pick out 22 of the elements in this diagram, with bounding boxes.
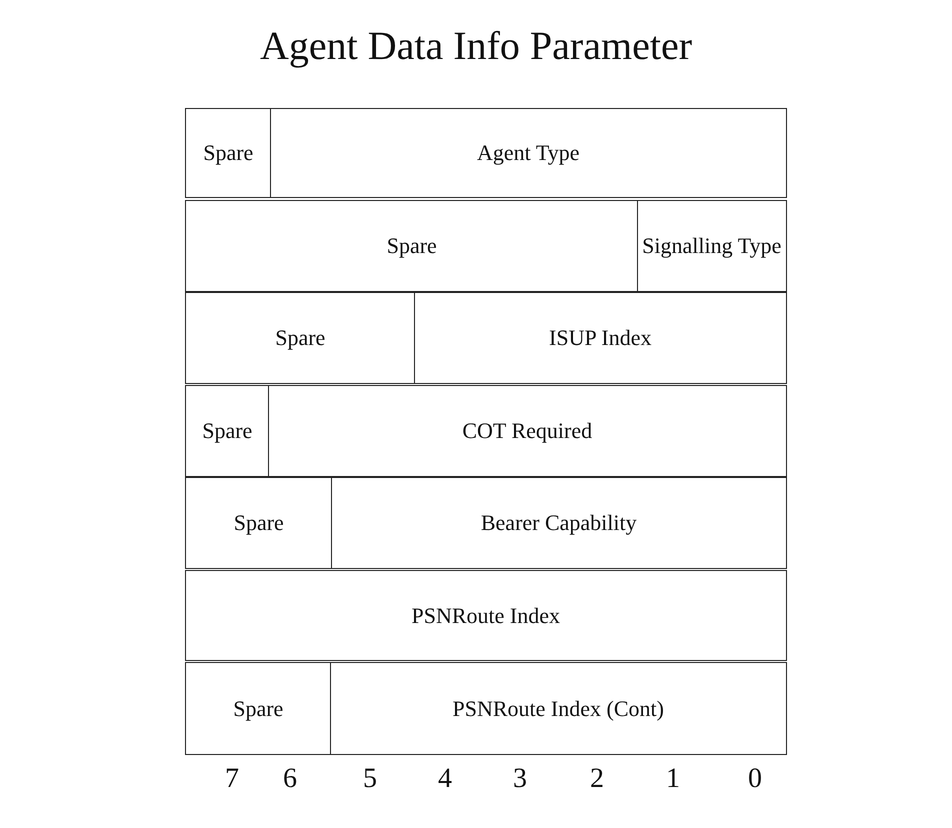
bit-field: Spare bbox=[185, 200, 638, 292]
bit-field: PSNRoute Index (Cont) bbox=[330, 662, 786, 755]
bit-number: 4 bbox=[437, 763, 453, 795]
bit-number: 7 bbox=[224, 763, 240, 795]
bit-number: 0 bbox=[747, 763, 763, 795]
diagram-title: Agent Data Info Parameter bbox=[258, 22, 694, 69]
bit-field: Spare bbox=[185, 108, 272, 198]
bit-field: Agent Type bbox=[270, 108, 786, 198]
bit-field: Signalling Type bbox=[637, 200, 786, 292]
bit-number: 5 bbox=[362, 763, 378, 795]
bit-field: ISUP Index bbox=[414, 292, 786, 384]
bit-field: Spare bbox=[185, 292, 416, 384]
bit-number: 6 bbox=[282, 763, 298, 795]
bit-field: COT Required bbox=[268, 385, 786, 477]
bit-number: 3 bbox=[512, 763, 528, 795]
bit-number: 2 bbox=[589, 763, 605, 795]
bit-field: Spare bbox=[185, 662, 332, 755]
bit-field: Bearer Capability bbox=[331, 477, 786, 569]
bit-field: Spare bbox=[185, 385, 270, 477]
bit-number: 1 bbox=[665, 763, 681, 795]
bit-field: PSNRoute Index bbox=[185, 570, 786, 661]
bit-field: Spare bbox=[185, 477, 332, 569]
